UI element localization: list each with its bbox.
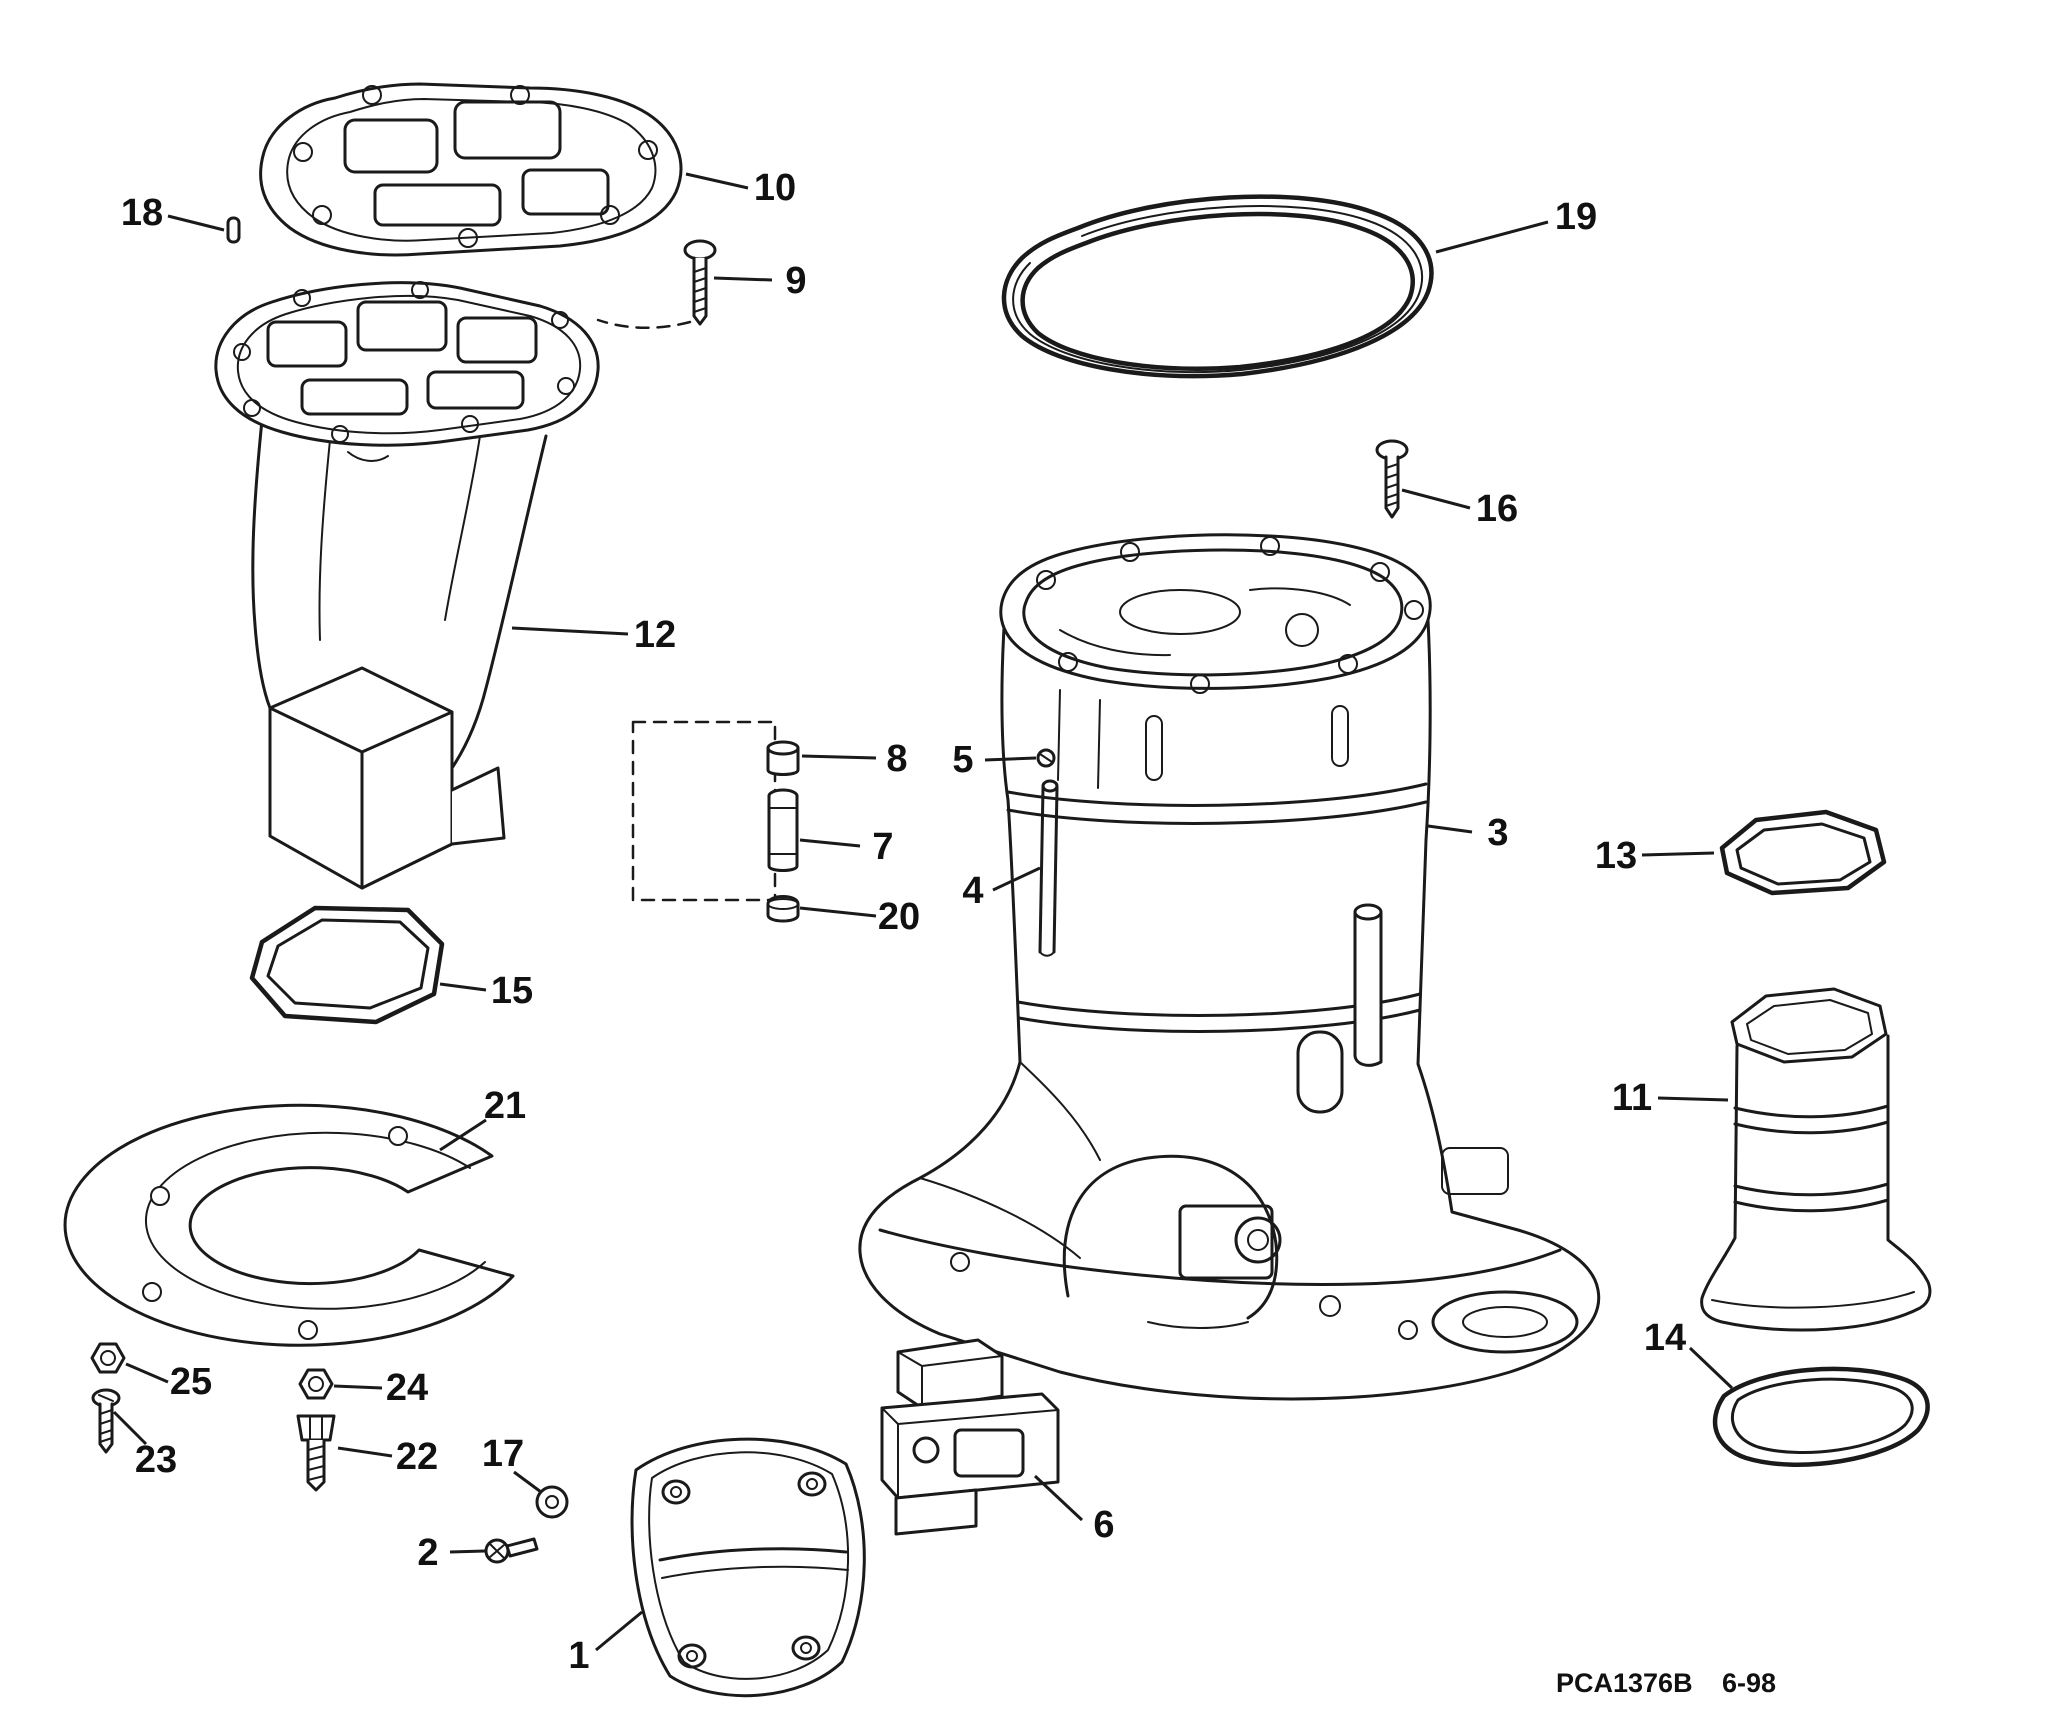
part-2-screw xyxy=(484,1537,539,1564)
part-16-bolt xyxy=(1375,439,1409,519)
callout-20-leader xyxy=(799,906,877,918)
part-4-rod xyxy=(1038,779,1059,957)
callout-23-label: 23 xyxy=(135,1439,177,1481)
callout-1-label: 1 xyxy=(568,1635,589,1677)
callout-4-label: 4 xyxy=(962,870,983,912)
callout-20-label: 20 xyxy=(878,896,920,938)
part-24-nut xyxy=(298,1368,334,1400)
callout-8-leader xyxy=(801,754,877,760)
callout-17-label: 17 xyxy=(482,1433,524,1475)
part-1-cover-plate xyxy=(630,1437,866,1698)
callout-8-label: 8 xyxy=(886,738,907,780)
callout-9-leader xyxy=(713,276,773,282)
footer-date-code: 6-98 xyxy=(1722,1668,1776,1698)
callout-7-leader xyxy=(799,838,861,848)
part-12-inner-housing xyxy=(214,281,600,890)
callout-25-leader xyxy=(125,1362,169,1384)
callout-16-label: 16 xyxy=(1476,488,1518,530)
callout-2-label: 2 xyxy=(417,1532,438,1574)
callout-19-leader xyxy=(1435,220,1549,254)
callout-14-label: 14 xyxy=(1644,1317,1686,1359)
callout-18-leader xyxy=(167,214,225,232)
part-17-washer xyxy=(535,1485,569,1519)
callout-10-label: 10 xyxy=(754,167,796,209)
callout-25-label: 25 xyxy=(170,1361,212,1403)
callout-14-leader xyxy=(1688,1346,1734,1390)
callout-15-leader xyxy=(439,982,487,992)
callout-3-label: 3 xyxy=(1487,812,1508,854)
callout-21-label: 21 xyxy=(484,1085,526,1127)
part-13-gasket xyxy=(1719,809,1887,896)
install-reference-box xyxy=(631,720,777,902)
footer: PCA1376B 6-98 xyxy=(1556,1668,1776,1698)
callout-9-label: 9 xyxy=(785,260,806,302)
callout-11-leader xyxy=(1657,1096,1729,1102)
part-18-pin xyxy=(226,216,241,244)
callout-7-label: 7 xyxy=(872,826,893,868)
part-15-gasket xyxy=(249,905,445,1025)
callout-17-leader xyxy=(513,1470,542,1494)
callout-6-label: 6 xyxy=(1093,1504,1114,1546)
callout-21-leader xyxy=(439,1118,487,1152)
part-25-nut xyxy=(90,1342,126,1374)
callout-24-label: 24 xyxy=(386,1367,428,1409)
callout-3-leader xyxy=(1427,824,1473,834)
part-8-bushing xyxy=(766,740,800,776)
callout-19-label: 19 xyxy=(1555,196,1597,238)
footer-part-code: PCA1376B xyxy=(1556,1668,1693,1698)
callout-6-leader xyxy=(1033,1474,1084,1522)
part-21-plate xyxy=(63,1103,515,1347)
leader-lines xyxy=(112,172,1734,1652)
part-7-tube xyxy=(767,788,799,872)
callout-24-leader xyxy=(333,1384,383,1390)
part-11-exhaust-tube xyxy=(1700,987,1932,1332)
callout-12-leader xyxy=(511,626,629,636)
callout-22-label: 22 xyxy=(396,1436,438,1478)
callout-2-leader xyxy=(449,1549,486,1554)
callout-1-leader xyxy=(595,1610,643,1652)
callout-16-leader xyxy=(1401,488,1471,510)
callout-4-leader xyxy=(992,866,1041,892)
callout-13-leader xyxy=(1641,851,1715,857)
part-14-gasket xyxy=(1712,1366,1930,1467)
callout-5-label: 5 xyxy=(952,739,973,781)
part-9-screw xyxy=(596,239,717,329)
part-5-screw xyxy=(1036,748,1056,768)
callout-15-label: 15 xyxy=(491,970,533,1012)
callout-23-leader xyxy=(112,1410,148,1446)
callout-11-label: 11 xyxy=(1612,1077,1652,1119)
callout-labels: 1 2 3 4 5 6 7 8 9 10 11 12 13 14 15 16 1… xyxy=(121,167,1686,1677)
part-22-bolt xyxy=(296,1414,336,1492)
callout-18-label: 18 xyxy=(121,192,163,234)
part-10-gasket-plate xyxy=(259,82,683,257)
callout-22-leader xyxy=(337,1446,393,1458)
callout-12-label: 12 xyxy=(634,614,676,656)
part-20-cap xyxy=(766,895,800,923)
part-19-gasket xyxy=(1001,194,1434,379)
part-6-bracket xyxy=(880,1338,1060,1536)
callout-13-label: 13 xyxy=(1595,835,1637,877)
part-3-exhaust-housing xyxy=(858,533,1601,1401)
callout-5-leader xyxy=(984,756,1037,762)
part-23-screw xyxy=(91,1388,121,1454)
callout-10-leader xyxy=(685,172,749,190)
